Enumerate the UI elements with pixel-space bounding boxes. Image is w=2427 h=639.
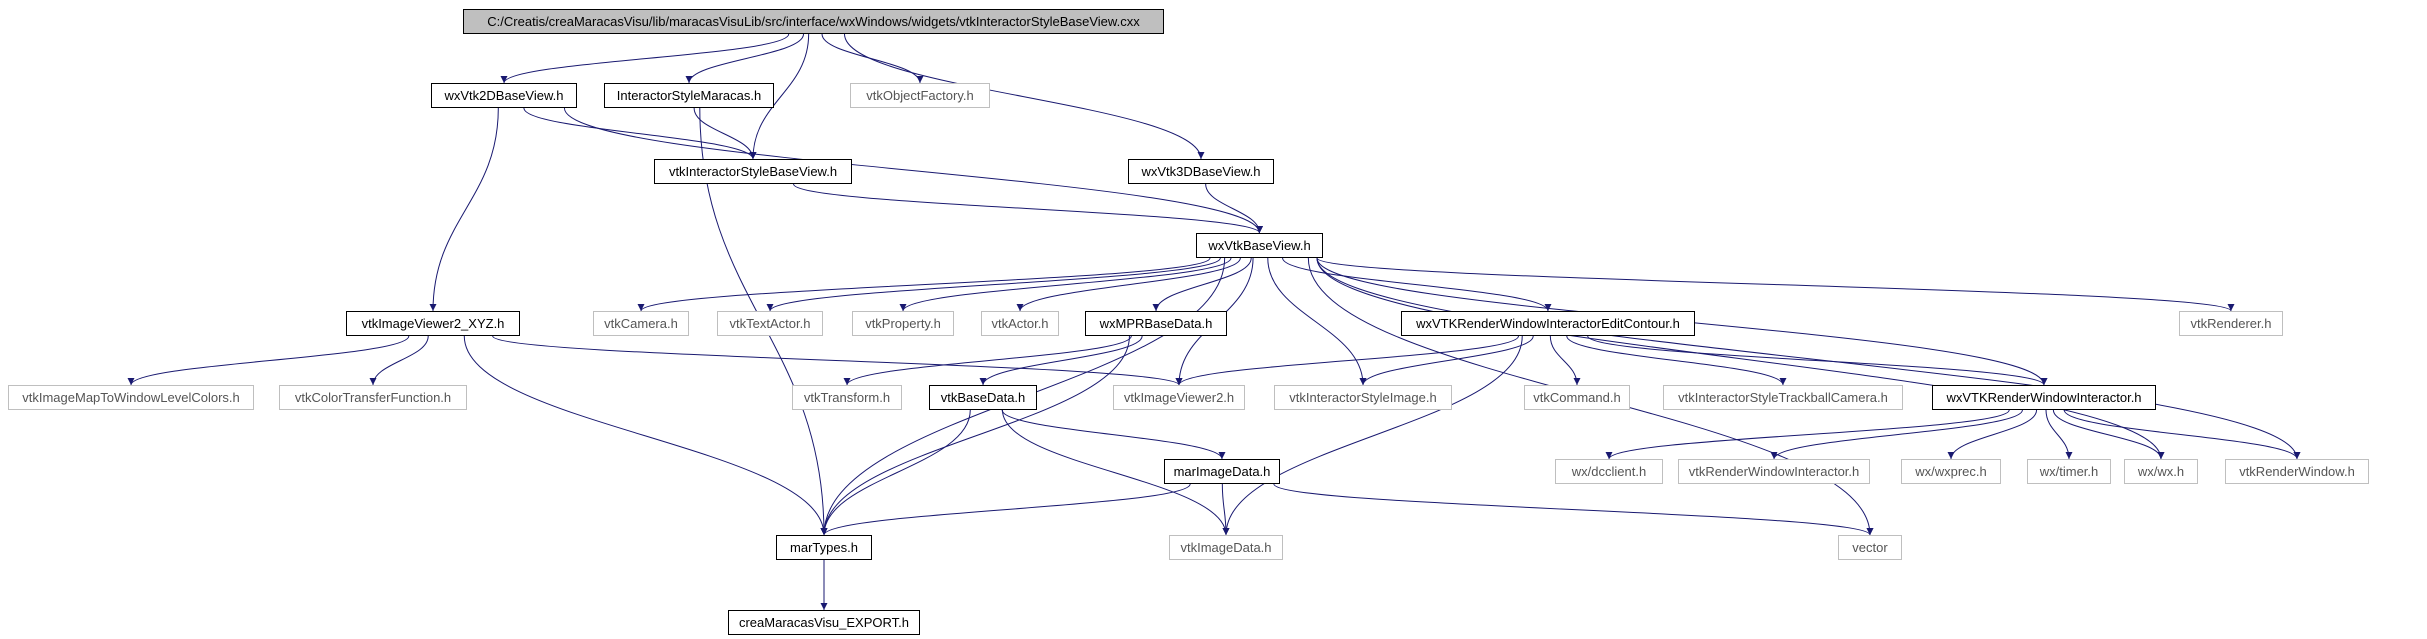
edge-wx-vtk-base-view-to-wxwx: [1316, 257, 2165, 460]
edge-wx-vtkrender-window-interactor-to-vtk-render-window: [2063, 409, 2301, 460]
edge-wx-vtkrender-window-interactor-to-vtk-render-window-interactor: [1770, 409, 2023, 460]
node-vtk-render-window: vtkRenderWindow.h: [2225, 459, 2369, 484]
edge-wx-vtk-base-view-to-wx-vtkrwiedit-contour: [1282, 257, 1552, 312]
edge-wx-vtkrwiedit-contour-to-vtk-image-data: [1222, 335, 1523, 536]
edge-mar-image-data-to-vtk-image-data: [1221, 483, 1230, 536]
edge-wx-vtkrwiedit-contour-to-vtk-command: [1549, 335, 1581, 386]
edge-mar-image-data-to-mar-types: [820, 483, 1191, 536]
edge-wx-vtkrwiedit-contour-to-vtk-image-viewer2: [1175, 335, 1519, 386]
edge-vtk-image-viewer2-xyz-to-vtk-image-viewer2: [492, 335, 1183, 386]
edge-wx-vtk-base-view-to-vtk-render-window: [1316, 257, 2301, 460]
edge-vtk-base-data-to-mar-types: [820, 409, 971, 536]
edge-wx-vtkrwiedit-contour-to-vtk-interactor-style-image: [1359, 335, 1534, 386]
edge-vtk-base-data-to-vtk-image-data: [1001, 409, 1230, 536]
node-vector: vector: [1838, 535, 1902, 560]
node-vtk-color-transfer-function: vtkColorTransferFunction.h: [279, 385, 467, 410]
node-wxwxprec: wx/wxprec.h: [1901, 459, 2001, 484]
edge-interactor-style-maracas-to-vtk-interactor-style-base-view: [693, 107, 757, 160]
node-mar-types[interactable]: marTypes.h: [776, 535, 872, 560]
edge-wx-vtkrender-window-interactor-to-wxdcclient: [1605, 409, 2010, 460]
edge-wx-vtk-base-view-to-vtk-camera: [637, 257, 1211, 312]
node-vtk-transform: vtkTransform.h: [792, 385, 902, 410]
node-mar-image-data[interactable]: marImageData.h: [1164, 459, 1280, 484]
node-wx-vtk3-dbase-view[interactable]: wxVtk3DBaseView.h: [1128, 159, 1274, 184]
node-vtk-renderer: vtkRenderer.h: [2179, 311, 2283, 336]
node-root[interactable]: C:/Creatis/creaMaracasVisu/lib/maracasVi…: [463, 9, 1164, 34]
edge-vtk-image-viewer2-xyz-to-vtk-color-transfer-function: [369, 335, 429, 386]
edge-wx-vtk-base-view-to-vtk-text-actor: [766, 257, 1221, 312]
node-wx-vtkrwiedit-contour[interactable]: wxVTKRenderWindowInteractorEditContour.h: [1401, 311, 1695, 336]
node-vtk-interactor-style-image: vtkInteractorStyleImage.h: [1274, 385, 1452, 410]
node-wx-mprbase-data[interactable]: wxMPRBaseData.h: [1085, 311, 1227, 336]
edge-vtk-image-viewer2-xyz-to-vtk-image-map-to-window-level-colors: [127, 335, 410, 386]
edge-root-to-vtk-interactor-style-base-view: [749, 33, 810, 160]
node-vtk-actor: vtkActor.h: [981, 311, 1059, 336]
edge-wx-vtkrwiedit-contour-to-vtk-interactor-style-trackball-camera: [1566, 335, 1787, 386]
edge-vtk-interactor-style-base-view-to-wx-vtk-base-view: [793, 183, 1263, 234]
edge-wx-mprbase-data-to-vtk-transform: [843, 335, 1132, 386]
edge-wx-mprbase-data-to-mar-types: [820, 335, 1130, 536]
node-crea-maracas-visu-export[interactable]: creaMaracasVisu_EXPORT.h: [728, 610, 920, 635]
node-vtk-image-viewer2: vtkImageViewer2.h: [1113, 385, 1245, 410]
edge-vtk-base-data-to-mar-image-data: [1001, 409, 1226, 460]
edge-wx-vtkrender-window-interactor-to-wxtimer: [2045, 409, 2073, 460]
edge-wx-vtk3-dbase-view-to-wx-vtk-base-view: [1205, 183, 1263, 234]
node-wx-vtkrender-window-interactor[interactable]: wxVTKRenderWindowInteractor.h: [1932, 385, 2156, 410]
edge-root-to-interactor-style-maracas: [685, 33, 805, 84]
node-vtk-base-data[interactable]: vtkBaseData.h: [929, 385, 1037, 410]
edge-wx-mprbase-data-to-vtk-base-data: [979, 335, 1143, 386]
node-vtk-object-factory: vtkObjectFactory.h: [850, 83, 990, 108]
edge-wx-vtk-base-view-to-vtk-property: [899, 257, 1232, 312]
edge-wx-vtkrwiedit-contour-to-wx-vtkrender-window-interactor: [1587, 335, 2048, 386]
edge-wx-vtk-base-view-to-vtk-actor: [1016, 257, 1241, 312]
edge-root-to-wx-vtk3-dbase-view: [844, 33, 1205, 160]
node-vtk-interactor-style-trackball-camera: vtkInteractorStyleTrackballCamera.h: [1663, 385, 1903, 410]
node-wxdcclient: wx/dcclient.h: [1555, 459, 1663, 484]
node-interactor-style-maracas[interactable]: InteractorStyleMaracas.h: [604, 83, 774, 108]
edge-vtk-image-viewer2-xyz-to-mar-types: [463, 335, 828, 536]
node-vtk-property: vtkProperty.h: [852, 311, 954, 336]
node-wxtimer: wx/timer.h: [2027, 459, 2111, 484]
node-vtk-image-viewer2-xyz[interactable]: vtkImageViewer2_XYZ.h: [346, 311, 520, 336]
edge-wx-vtk2-dbase-view-to-vtk-interactor-style-base-view: [523, 107, 757, 160]
node-vtk-render-window-interactor: vtkRenderWindowInteractor.h: [1678, 459, 1870, 484]
node-vtk-text-actor: vtkTextActor.h: [717, 311, 823, 336]
edge-wx-vtk-base-view-to-wx-mprbase-data: [1152, 257, 1252, 312]
edge-wx-vtkrender-window-interactor-to-wxwx: [2052, 409, 2165, 460]
node-wxwx: wx/wx.h: [2124, 459, 2198, 484]
node-vtk-interactor-style-base-view[interactable]: vtkInteractorStyleBaseView.h: [654, 159, 852, 184]
node-vtk-image-map-to-window-level-colors: vtkImageMapToWindowLevelColors.h: [8, 385, 254, 410]
edge-mar-image-data-to-vector: [1273, 483, 1874, 536]
edge-root-to-wx-vtk2-dbase-view: [500, 33, 790, 84]
node-wx-vtk2-dbase-view[interactable]: wxVtk2DBaseView.h: [431, 83, 577, 108]
edge-wx-vtk-base-view-to-vtk-renderer: [1316, 257, 2235, 312]
node-vtk-command: vtkCommand.h: [1524, 385, 1630, 410]
node-vtk-image-data: vtkImageData.h: [1169, 535, 1283, 560]
edge-wx-vtk-base-view-to-vtk-interactor-style-image: [1267, 257, 1367, 386]
edge-wx-vtk2-dbase-view-to-wx-vtk-base-view: [563, 107, 1263, 234]
node-wx-vtk-base-view[interactable]: wxVtkBaseView.h: [1196, 233, 1323, 258]
edge-wx-vtkrender-window-interactor-to-wxwxprec: [1947, 409, 2038, 460]
edge-wx-vtk2-dbase-view-to-vtk-image-viewer2-xyz: [429, 107, 499, 312]
node-vtk-camera: vtkCamera.h: [593, 311, 689, 336]
